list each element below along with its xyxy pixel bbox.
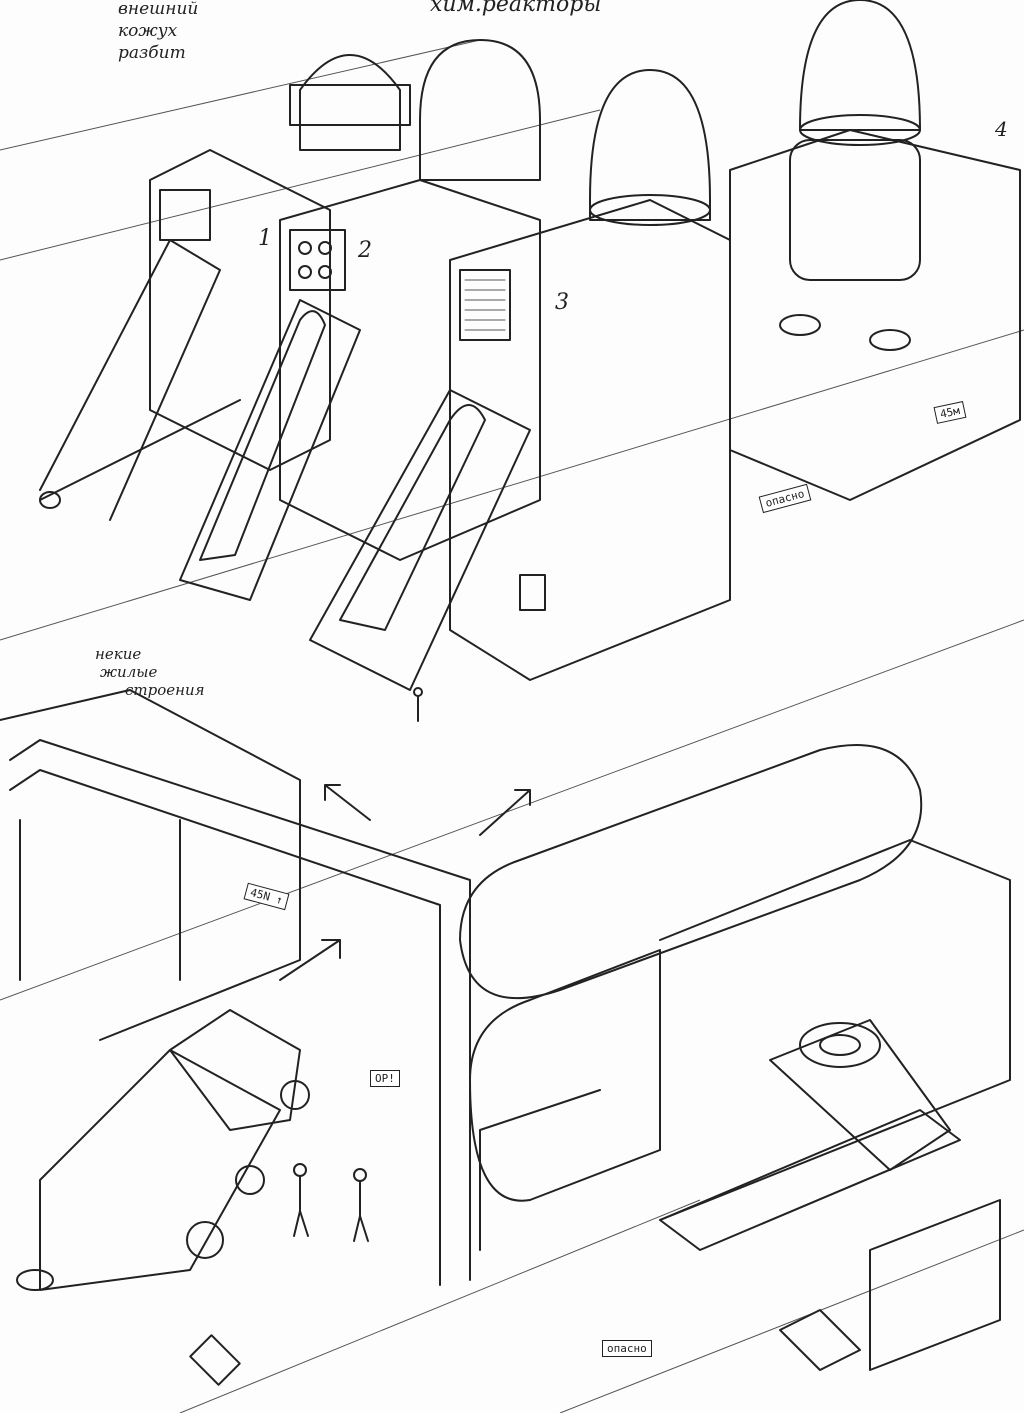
reactor-2 xyxy=(179,39,541,601)
reactor-number: 4 xyxy=(995,117,1008,141)
casing-note-line: внешний xyxy=(118,0,199,19)
dwellings-note: некие жилые строения xyxy=(95,645,205,699)
ground-hatch xyxy=(189,1334,241,1386)
dwellings-note-line: некие xyxy=(95,645,142,663)
pipe-bridge xyxy=(0,689,471,1286)
casing-note-line: разбит xyxy=(118,43,186,63)
reactors-title: хим.реакторы xyxy=(430,0,602,17)
reactor-number: 2 xyxy=(358,238,372,263)
guide-lines xyxy=(0,39,1024,1413)
tanker-truck xyxy=(16,1009,310,1291)
casing-note: внешний кожух разбит xyxy=(118,0,198,64)
casing-note-line: кожух xyxy=(118,21,178,41)
reactor-number: 1 xyxy=(258,226,272,251)
human-figures xyxy=(293,687,423,1242)
warning-sign: ОР! xyxy=(370,1070,400,1087)
reactor-4 xyxy=(729,0,1021,501)
direction-arrows xyxy=(279,784,531,981)
danger-sign-bottom: опасно xyxy=(602,1340,652,1357)
pump-housing xyxy=(659,1019,1001,1371)
storage-tanks xyxy=(459,744,1011,1251)
reactor-1 xyxy=(39,54,411,521)
dwellings-note-line: строения xyxy=(125,681,205,699)
reactor-3 xyxy=(309,69,731,691)
reactor-number: 3 xyxy=(555,290,569,315)
dwellings-note-line: жилые xyxy=(100,663,158,681)
